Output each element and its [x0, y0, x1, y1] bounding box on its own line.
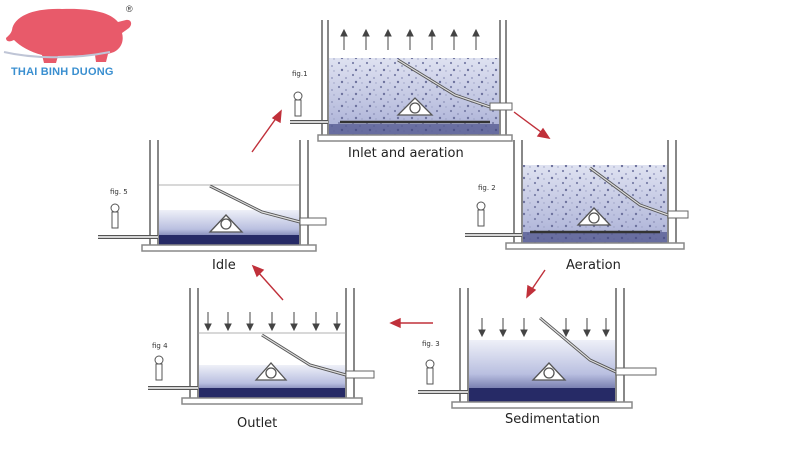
fig-label-2: fig. 2 — [478, 184, 496, 192]
arrow-sedimentation-to-outlet-icon — [389, 317, 433, 329]
tank-outlet — [148, 288, 375, 405]
rising-arrows — [340, 28, 480, 50]
stage-label-aeration: Aeration — [566, 258, 621, 273]
arrow-inlet-to-aeration-icon — [513, 111, 551, 139]
fig-label-3: fig. 3 — [422, 340, 440, 348]
tank-idle — [98, 140, 327, 252]
arrow-outlet-to-idle-icon — [251, 264, 284, 301]
tank-sedimentation — [418, 288, 657, 409]
settling-arrows — [478, 318, 610, 338]
stage-label-outlet: Outlet — [237, 416, 278, 431]
tank-inlet — [290, 20, 513, 142]
stage-label-sedimentation: Sedimentation — [505, 412, 600, 427]
cycle-arrows — [251, 109, 551, 329]
fig-label-1: fig.1 — [292, 70, 308, 78]
stage-label-inlet: Inlet and aeration — [348, 146, 464, 161]
arrow-idle-to-inlet-icon — [251, 109, 282, 153]
stage-label-idle: Idle — [212, 258, 236, 273]
registered-mark: ® — [126, 4, 133, 14]
outlet-arrows — [204, 312, 341, 332]
fig-label-4: fig 4 — [152, 342, 168, 350]
pig-silhouette-icon — [3, 8, 132, 63]
brand-name: THAI BINH DUONG — [11, 66, 114, 78]
fig-label-5: fig. 5 — [110, 188, 128, 196]
arrow-aeration-to-sedimentation-icon — [526, 269, 546, 299]
tank-aeration — [465, 140, 689, 250]
